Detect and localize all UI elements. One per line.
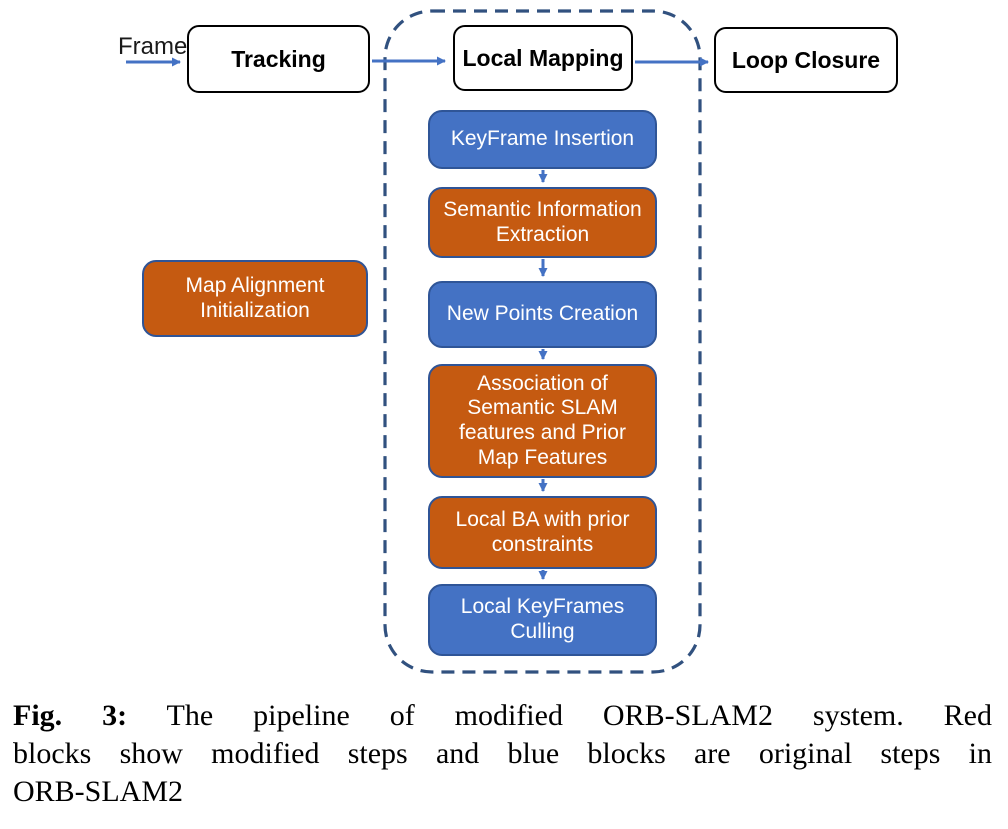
step-association-of-features-label: Association of Semantic SLAM features an… xyxy=(459,371,626,469)
map-alignment-initialization-label: Map Alignment Initialization xyxy=(185,273,325,322)
connectors-layer xyxy=(126,9,709,674)
caption-line-2: blocks show modified steps and blue bloc… xyxy=(13,737,992,770)
step-local-keyframes-culling: Local KeyFrames Culling xyxy=(428,584,657,656)
step-new-points-creation: New Points Creation xyxy=(428,281,657,348)
step-local-ba-prior-constraints-label: Local BA with prior constraints xyxy=(455,507,630,556)
local-mapping-box: Local Mapping xyxy=(453,25,633,91)
map-alignment-initialization-box: Map Alignment Initialization xyxy=(142,260,368,337)
step-semantic-information-extraction: Semantic Information Extraction xyxy=(428,187,657,258)
step-local-keyframes-culling-label: Local KeyFrames Culling xyxy=(460,595,625,643)
tracking-box: Tracking xyxy=(187,25,370,93)
step-semantic-information-extraction-label: Semantic Information Extraction xyxy=(443,197,642,246)
local-mapping-label: Local Mapping xyxy=(462,44,624,71)
step-local-ba-prior-constraints: Local BA with prior constraints xyxy=(428,496,657,569)
step-keyframe-insertion: KeyFrame Insertion xyxy=(428,110,657,169)
figure-caption: Fig. 3: The pipeline of modified ORB-SLA… xyxy=(13,697,992,811)
caption-line-3: ORB-SLAM2 xyxy=(13,775,184,808)
step-association-of-features: Association of Semantic SLAM features an… xyxy=(428,364,657,478)
caption-line-1-text: The pipeline of modified ORB-SLAM2 syste… xyxy=(166,699,992,732)
caption-line-1: Fig. 3: The pipeline of modified ORB-SLA… xyxy=(13,697,992,735)
local-mapping-thread-boundary xyxy=(383,9,702,674)
loop-closure-box: Loop Closure xyxy=(714,27,898,93)
caption-fig-label: Fig. 3: xyxy=(13,699,128,732)
pipeline-diagram: Frame Tracking Local Mapping Loop Closur… xyxy=(118,9,898,674)
step-keyframe-insertion-label: KeyFrame Insertion xyxy=(450,127,635,151)
loop-closure-label: Loop Closure xyxy=(731,46,881,73)
frame-input-label: Frame xyxy=(118,33,188,60)
tracking-label: Tracking xyxy=(231,45,326,72)
step-new-points-creation-label: New Points Creation xyxy=(446,302,639,326)
